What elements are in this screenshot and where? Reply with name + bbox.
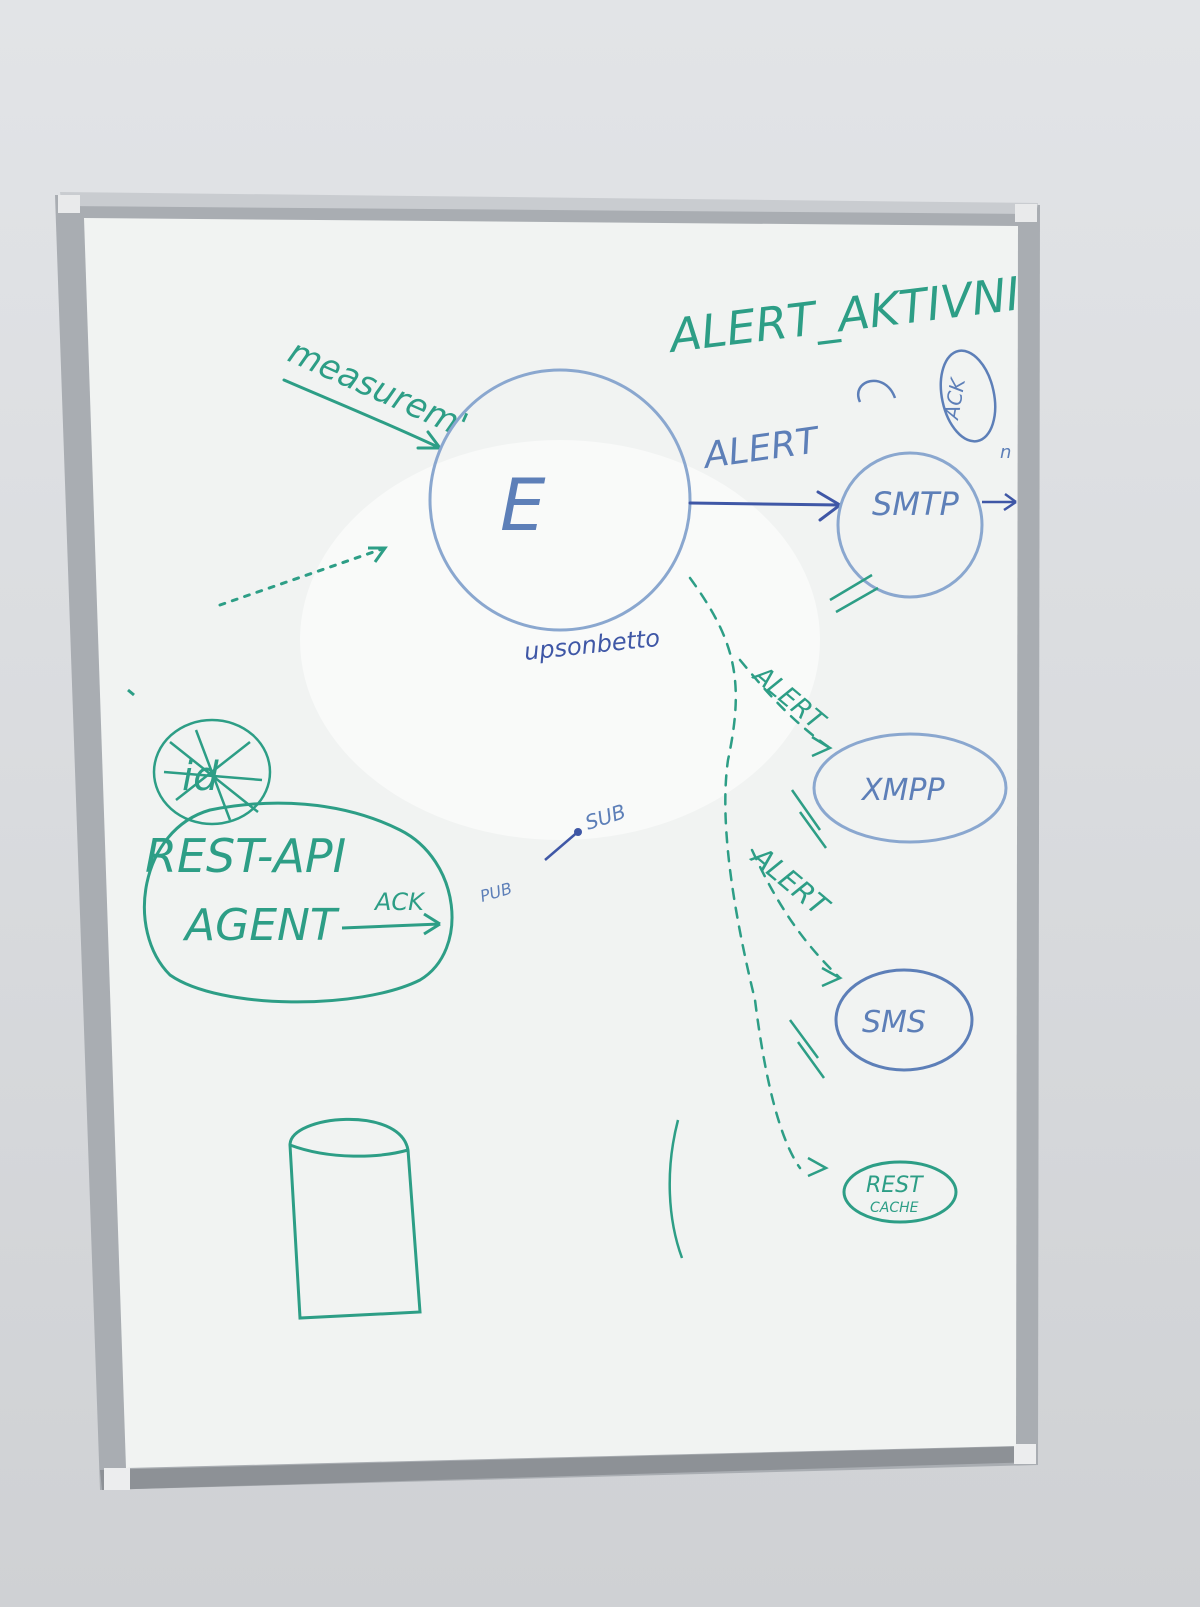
- ack-agent-label: ACK: [373, 888, 426, 916]
- glare: [300, 440, 820, 840]
- pub-sub-node: [574, 828, 582, 836]
- rest-cache-label-1: REST: [866, 1173, 924, 1198]
- id-label: id: [182, 754, 219, 800]
- input-arrowhead: [368, 546, 388, 563]
- xmpp-label: XMPP: [860, 773, 946, 808]
- smtp-circle: [836, 451, 984, 599]
- engine-to-smtp-arrow: [688, 490, 842, 522]
- xmpp-circle: [812, 732, 1008, 844]
- ack-bubble-top: [939, 349, 997, 443]
- smtp-small-arc: [857, 379, 897, 403]
- container-drawing: [288, 1117, 422, 1320]
- pipeline-arrowhead-rest: [807, 1156, 829, 1178]
- pub-sub-line: [544, 829, 581, 861]
- stray-curve: [668, 1119, 684, 1259]
- rest-cache-circle: [842, 1160, 958, 1224]
- rest-api-label: REST-API: [145, 829, 346, 883]
- input-arrow: [218, 546, 387, 607]
- frame-corner-top-right: [1015, 204, 1037, 222]
- rest-cache-label-2: CACHE: [870, 1200, 919, 1216]
- frame-corner-bottom-right: [1014, 1444, 1036, 1464]
- engine-label: E: [500, 463, 546, 547]
- xmpp-tick-marks: [790, 789, 828, 849]
- smtp-label: SMTP: [872, 485, 959, 523]
- pipeline-arrowhead-sms: [821, 966, 843, 988]
- measurement-arrow: [282, 378, 442, 450]
- sms-tick-marks: [788, 1019, 826, 1079]
- agent-ack-arrow: [341, 912, 441, 936]
- alert-pipeline: [688, 576, 842, 1170]
- rest-api-agent-blob: [142, 801, 454, 1004]
- pipeline-arrowhead-xmpp: [811, 735, 833, 758]
- id-scribble: [152, 718, 272, 826]
- stray-mark: [127, 688, 135, 697]
- engine-circle: [428, 368, 692, 632]
- smtp-out-arrow: [982, 492, 1017, 512]
- sms-label: SMS: [862, 1005, 926, 1040]
- smtp-tick-marks: [829, 573, 879, 614]
- agent-label: AGENT: [182, 900, 340, 951]
- frame-corner-top-left: [58, 195, 80, 213]
- sms-circle: [834, 968, 974, 1072]
- frame-corner-bottom-left: [104, 1468, 130, 1490]
- n-label: n: [1000, 442, 1011, 463]
- board-surface: [84, 218, 1018, 1468]
